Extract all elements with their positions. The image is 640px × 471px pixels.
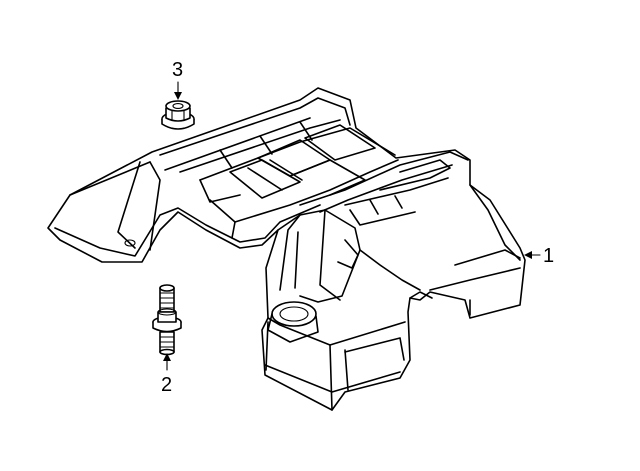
callout-1: 1 (543, 245, 554, 267)
flange-nut[interactable] (161, 100, 195, 130)
callout-3-leader (174, 81, 182, 100)
callout-3: 3 (172, 59, 183, 81)
callout-1-leader (524, 251, 541, 259)
callout-2-leader (163, 353, 171, 371)
callout-2: 2 (161, 374, 172, 396)
engine-cover[interactable] (47, 87, 526, 411)
stud-bolt[interactable] (152, 284, 182, 356)
